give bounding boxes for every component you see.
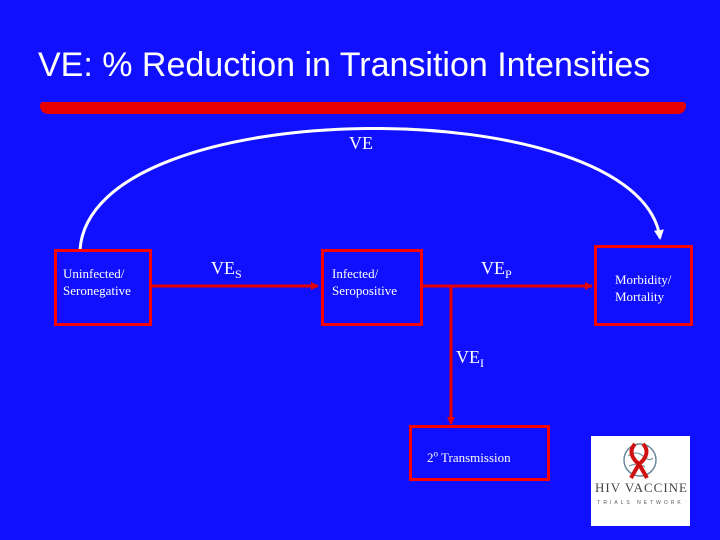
ves-label-sub: S (235, 267, 242, 281)
node-infected-line1: Infected/ (332, 266, 379, 281)
logo-name: HIV VACCINE (595, 480, 688, 495)
ves-label-main: VE (211, 258, 235, 278)
vep-label-main: VE (481, 258, 505, 278)
transmission-text: Transmission (438, 450, 511, 466)
node-uninfected-seronegative: Uninfected/ Seronegative (54, 249, 152, 326)
vei-label-sub: I (480, 356, 484, 370)
ve-overall-arc (78, 127, 664, 251)
node-morbidity-mortality: Morbidity/ Mortality (594, 245, 693, 326)
node-infected-seropositive: Infected/ Seropositive (321, 249, 423, 326)
red-ribbon-globe-icon (623, 442, 657, 479)
title-underline (40, 102, 686, 114)
slide-title: VE: % Reduction in Transition Intensitie… (38, 46, 651, 84)
node-morbidity-line2: Mortality (615, 289, 665, 304)
vep-label-sub: P (505, 267, 512, 281)
ve-label: VE (349, 133, 373, 153)
node-uninfected-line2: Seronegative (63, 283, 131, 298)
vei-label: VEI (456, 347, 484, 370)
vep-label: VEP (481, 258, 512, 281)
transmission-sup: o (433, 449, 439, 459)
node-transmission-text: 2o Transmission (427, 449, 511, 466)
node-morbidity-line1: Morbidity/ (615, 272, 672, 287)
logo-subtitle: TRIALS NETWORK (597, 500, 684, 506)
node-uninfected-line1: Uninfected/ (63, 266, 125, 281)
hvtn-logo: HIV VACCINE TRIALS NETWORK (591, 436, 690, 526)
node-secondary-transmission: 2o Transmission (409, 425, 550, 481)
vei-label-main: VE (456, 347, 480, 367)
ves-label: VES (211, 258, 242, 281)
transmission-prefix: 2 (427, 450, 434, 466)
node-infected-line2: Seropositive (332, 283, 397, 298)
